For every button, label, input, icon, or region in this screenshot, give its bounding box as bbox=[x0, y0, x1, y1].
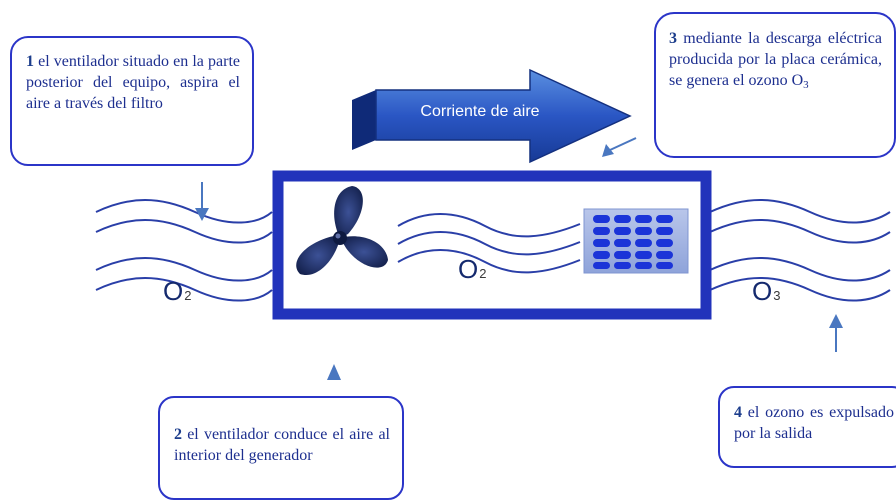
internal-air-waves bbox=[397, 213, 581, 274]
pointer-arrow-1 bbox=[195, 182, 209, 221]
callout-2-text: el ventilador conduce el aire al interio… bbox=[174, 426, 390, 464]
o3-right-sub: 3 bbox=[773, 288, 781, 303]
callout-4-text: el ozono es expulsado por la salida bbox=[734, 404, 895, 442]
o2-left-base: O bbox=[163, 276, 184, 306]
fan-icon bbox=[296, 186, 388, 276]
o2-mid-sub: 2 bbox=[479, 266, 487, 281]
callout-step-3: 3 mediante la descarga eléctrica produci… bbox=[654, 12, 896, 158]
o2-mid-label: O2 bbox=[458, 254, 486, 285]
o3-right-label: O3 bbox=[752, 276, 780, 307]
o2-left-sub: 2 bbox=[184, 288, 192, 303]
airflow-arrow-label: Corriente de aire bbox=[420, 103, 540, 120]
callout-1-text: el ventilador situado en la parte poster… bbox=[26, 53, 240, 112]
pointer-arrows bbox=[195, 137, 843, 380]
callout-3-text: mediante la descarga eléctrica producida… bbox=[669, 30, 883, 89]
callout-step-4: 4 el ozono es expulsado por la salida bbox=[718, 386, 896, 468]
right-air-waves bbox=[709, 199, 891, 302]
pointer-arrow-2 bbox=[327, 364, 341, 380]
callout-1-number: 1 bbox=[26, 53, 34, 70]
o2-left-label: O2 bbox=[163, 276, 191, 307]
callout-3-number: 3 bbox=[669, 30, 677, 47]
pointer-arrow-3 bbox=[602, 137, 637, 157]
o3-right-base: O bbox=[752, 276, 773, 306]
airflow-arrow-icon bbox=[352, 68, 632, 164]
left-air-waves bbox=[95, 199, 273, 302]
callout-3-subscript: 3 bbox=[803, 79, 809, 91]
callout-step-2: 2 el ventilador conduce el aire al inter… bbox=[158, 396, 404, 500]
o2-mid-base: O bbox=[458, 254, 479, 284]
callout-4-number: 4 bbox=[734, 404, 742, 421]
callout-2-number: 2 bbox=[174, 426, 182, 443]
ceramic-plate-icon bbox=[583, 208, 689, 274]
pointer-arrow-4 bbox=[829, 314, 843, 352]
callout-step-1: 1 el ventilador situado en la parte post… bbox=[10, 36, 254, 166]
